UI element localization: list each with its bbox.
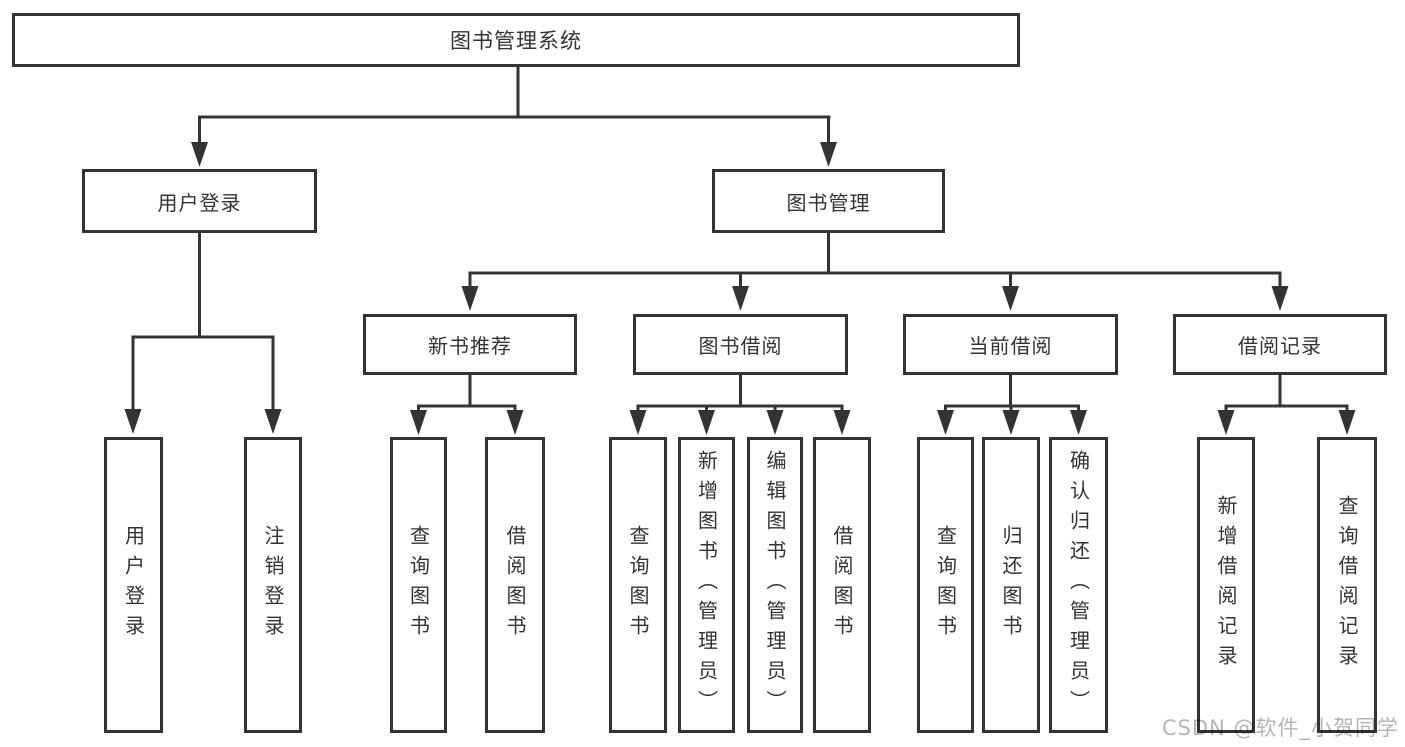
connector-user-login-children (131, 233, 275, 412)
connector-newbook-children (417, 375, 517, 414)
connector-records-children (1224, 375, 1349, 414)
node-borrowing-records: 借阅记录 (1173, 314, 1387, 375)
leaf-label: 借阅图书 (830, 525, 854, 645)
leaf-query-borrow-record: 查询借阅记录 (1317, 437, 1377, 733)
node-new-book-recommend-label: 新书推荐 (428, 334, 512, 358)
leaf-label: 查询图书 (626, 525, 650, 645)
leaf-label: 注销登录 (261, 525, 285, 645)
leaf-query-books-recommend: 查询图书 (390, 437, 447, 733)
leaf-add-books-admin: 新增图书（管理员） (678, 437, 735, 733)
connector-borrowing-children (636, 375, 844, 414)
node-book-borrowing-label: 图书借阅 (698, 334, 783, 358)
leaf-confirm-return-admin: 确认归还（管理员） (1049, 437, 1108, 733)
leaf-label: 新增借阅记录 (1214, 495, 1238, 675)
node-new-book-recommend: 新书推荐 (363, 314, 577, 375)
node-root: 图书管理系统 (12, 13, 1020, 67)
leaf-add-borrow-record: 新增借阅记录 (1197, 437, 1255, 733)
leaf-label: 归还图书 (999, 525, 1023, 645)
node-root-label: 图书管理系统 (450, 29, 582, 53)
leaf-borrow-books-borrowing: 借阅图书 (813, 437, 871, 733)
leaf-label: 查询图书 (406, 525, 431, 645)
node-book-management-label: 图书管理 (786, 190, 871, 215)
connector-current-children (944, 375, 1080, 414)
leaf-return-books: 归还图书 (982, 437, 1040, 733)
node-current-borrowing-label: 当前借阅 (968, 334, 1053, 358)
arrowheads-level2 (191, 142, 837, 167)
leaf-label: 借阅图书 (503, 525, 527, 645)
leaf-label: 用户登录 (121, 525, 146, 645)
arrowheads-book-mgmt-children (461, 286, 1289, 311)
leaf-user-login: 用户登录 (104, 437, 163, 733)
node-user-login-label: 用户登录 (157, 190, 242, 215)
leaf-label: 查询借阅记录 (1335, 495, 1359, 675)
leaf-label: 确认归还（管理员） (1066, 450, 1091, 720)
arrowheads-level4 (410, 410, 1356, 435)
node-book-borrowing: 图书借阅 (633, 314, 848, 375)
leaf-edit-books-admin: 编辑图书（管理员） (747, 437, 803, 733)
connector-book-mgmt-children (468, 233, 1282, 290)
node-user-login: 用户登录 (82, 169, 317, 233)
connector-root-to-level2 (198, 67, 831, 146)
node-book-management: 图书管理 (712, 169, 945, 233)
node-borrowing-records-label: 借阅记录 (1238, 334, 1322, 358)
leaf-logout: 注销登录 (244, 437, 302, 733)
leaf-query-books-borrowing: 查询图书 (609, 437, 667, 733)
leaf-label: 查询图书 (933, 525, 958, 645)
leaf-query-books-current: 查询图书 (917, 437, 974, 733)
arrowheads-user-login-children (124, 409, 282, 434)
csdn-watermark: CSDN @软件_小贺同学 (1161, 716, 1399, 740)
leaf-label: 编辑图书（管理员） (763, 450, 787, 720)
leaf-borrow-books-recommend: 借阅图书 (485, 437, 545, 733)
node-current-borrowing: 当前借阅 (903, 314, 1118, 375)
leaf-label: 新增图书（管理员） (694, 450, 719, 720)
